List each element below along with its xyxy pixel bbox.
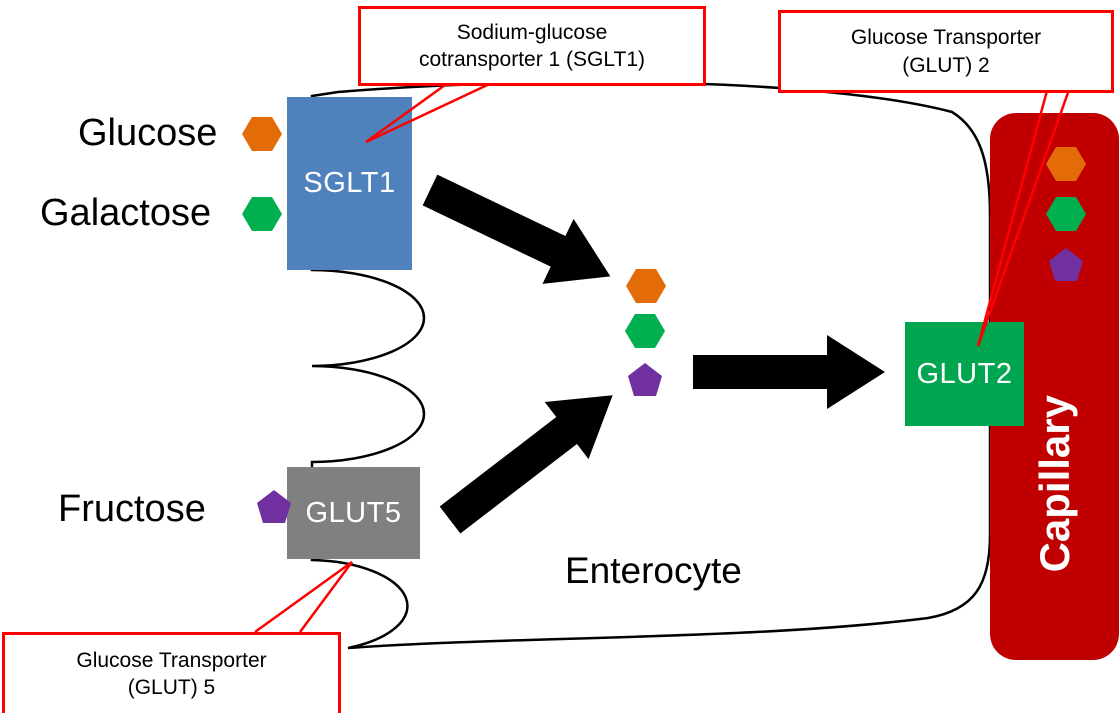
arrow-glut5-to-cytoplasm	[439, 395, 613, 534]
glut5-callout-connector	[254, 560, 354, 634]
glut2-label: GLUT2	[916, 357, 1013, 390]
sglt1-callout-box: Sodium-glucose cotransporter 1 (SGLT1)	[358, 6, 706, 86]
sglt1-label: SGLT1	[303, 167, 396, 199]
glucose-label: Glucose	[78, 112, 218, 154]
glut5-transporter: GLUT5	[287, 467, 420, 559]
glut2-callout-box: Glucose Transporter (GLUT) 2	[778, 10, 1114, 93]
glut2-transporter: GLUT2	[905, 322, 1024, 426]
fructose-pentagon-left	[257, 490, 291, 523]
arrow-cytoplasm-to-glut2	[693, 335, 885, 409]
glucose-hexagon-left	[242, 117, 282, 151]
fructose-pentagon-cytoplasm	[628, 363, 662, 396]
galactose-hexagon-left	[242, 197, 282, 231]
glut5-callout-text: Glucose Transporter (GLUT) 5	[76, 648, 267, 699]
capillary-label: Capillary	[1030, 394, 1078, 572]
glut5-callout-box: Glucose Transporter (GLUT) 5	[2, 632, 341, 713]
galactose-label: Galactose	[40, 192, 212, 234]
glucose-hexagon-cytoplasm	[626, 269, 666, 303]
sglt1-callout-text: Sodium-glucose cotransporter 1 (SGLT1)	[418, 20, 646, 71]
glut2-callout-text: Glucose Transporter (GLUT) 2	[850, 26, 1042, 77]
enterocyte-label: Enterocyte	[565, 550, 742, 591]
galactose-hexagon-cytoplasm	[625, 314, 665, 348]
fructose-label: Fructose	[58, 488, 206, 530]
arrow-sglt1-to-cytoplasm	[422, 174, 611, 284]
sglt1-transporter: SGLT1	[287, 97, 412, 270]
glut5-label: GLUT5	[305, 496, 402, 529]
